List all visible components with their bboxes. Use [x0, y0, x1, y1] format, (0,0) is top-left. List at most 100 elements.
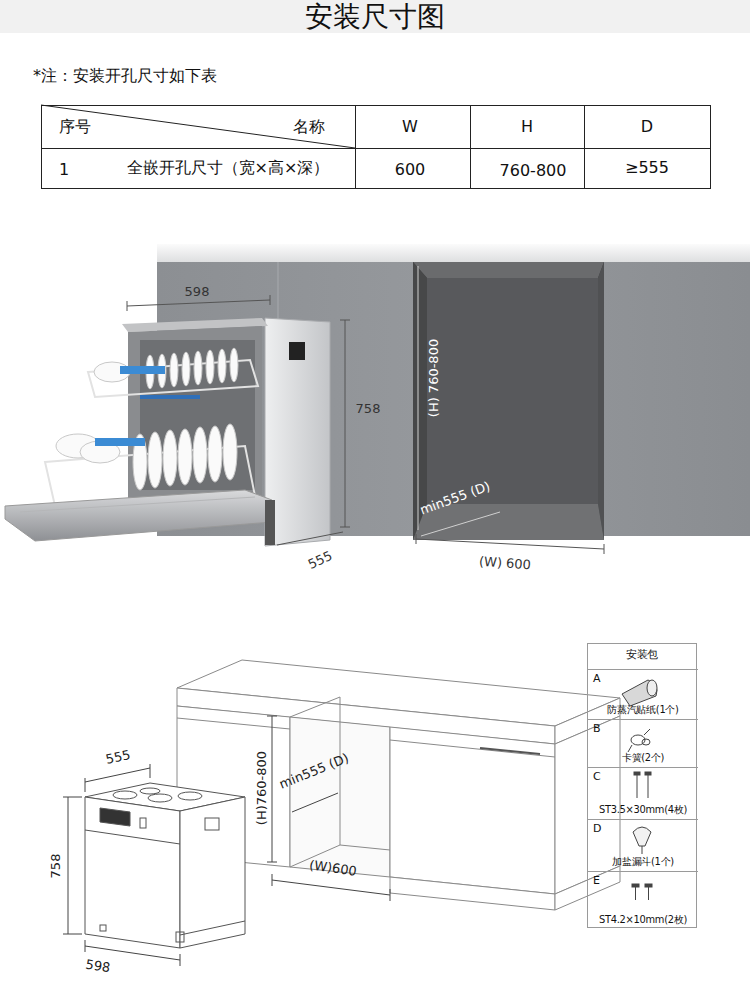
cabinet-line-drawing-part — [390, 740, 555, 757]
dishwasher-photo-part — [140, 395, 200, 399]
dishwasher-line-drawing — [85, 783, 245, 948]
pack-heading: 安装包 — [588, 649, 696, 661]
dishwasher-photo-part — [265, 500, 275, 545]
dishwasher-line-drawing-part — [85, 830, 180, 844]
drawing-dimension-lines-part — [63, 797, 82, 798]
item-letter: A — [593, 673, 601, 685]
dishwasher-photo-part-part — [182, 352, 190, 386]
kitchen-cabinet-photo-part — [413, 262, 604, 540]
dishwasher-line-drawing-part — [140, 818, 146, 828]
dimension-label: (W) 600 — [479, 555, 532, 572]
kitchen-cabinet-photo-part — [157, 244, 750, 262]
dishwasher-line-drawing-part — [140, 788, 160, 794]
dimension-lines-part — [277, 532, 343, 545]
opening-dimension-lines-part — [421, 512, 500, 536]
dishwasher-line-drawing-part — [180, 921, 245, 935]
dishwasher-photo-part-part — [148, 432, 162, 488]
drawing-dimension-lines-part — [68, 797, 69, 934]
install-pack-icons-part — [633, 827, 651, 846]
dishwasher-photo-part-part — [208, 426, 222, 482]
dishwasher-photo-part-part — [230, 348, 238, 382]
dimension-label: 598 — [185, 285, 210, 298]
page-title: 安装尺寸图 — [305, 3, 445, 31]
title-band-part — [0, 0, 750, 33]
cabinet-line-drawing-part — [340, 697, 341, 845]
install-pack-item: A 防蒸汽贴纸(1个) — [588, 669, 698, 719]
install-pack-icons-part — [648, 887, 649, 900]
table-header: 序号 — [59, 119, 91, 135]
dishwasher-photo-part — [5, 490, 272, 541]
install-pack-icons-part — [637, 775, 638, 798]
table-note: *注：安装开孔尺寸如下表 — [33, 68, 217, 84]
install-pack-item: EST4.2×10mm(2枚) — [588, 871, 698, 929]
dimension-label: 555 — [105, 748, 132, 766]
dimension-lines-part — [604, 544, 605, 554]
item-letter: D — [593, 823, 601, 835]
dishwasher-photo-part — [128, 326, 262, 500]
table-header: D — [641, 119, 653, 135]
item-name: 防蒸汽贴纸(1个) — [588, 705, 698, 716]
drawing-dimension-lines-part — [390, 889, 391, 901]
dishwasher-line-drawing-part — [100, 925, 106, 931]
spec-table-part — [41, 148, 710, 149]
dishwasher-photo — [5, 318, 330, 546]
item-name: ST3.5×30mm(4枚) — [588, 805, 698, 816]
dishwasher-photo-part — [20, 497, 255, 512]
drawing-dimension-lines-part — [267, 862, 277, 863]
drawing-dimension-lines-part — [150, 764, 151, 778]
drawing-dimension-lines-part — [272, 880, 390, 895]
dimension-lines-part — [340, 527, 350, 528]
item-letter: E — [593, 875, 600, 887]
spec-table — [41, 105, 711, 189]
drawing-dimension-lines-part — [292, 793, 338, 812]
cabinet-line-drawing-part — [177, 718, 290, 729]
spec-table-part — [42, 106, 711, 189]
install-pack-item: CST3.5×30mm(4枚) — [588, 767, 698, 819]
kitchen-cabinet-photo-part — [427, 278, 598, 504]
dishwasher-line-drawing-part — [85, 797, 180, 948]
drawing-dimension-lines — [63, 716, 390, 966]
dishwasher-photo-part — [265, 318, 330, 546]
dishwasher-line-drawing-part — [180, 797, 245, 948]
drawing-dimension-lines-part — [85, 768, 150, 782]
dimension-lines-part — [270, 295, 271, 305]
cabinet-line-drawing-part — [340, 845, 390, 850]
dimension-label: (H) 760-800 — [427, 339, 440, 417]
dimension-label: 555 — [306, 549, 334, 571]
dimension-lines-part — [416, 539, 604, 549]
opening-dimension-lines — [418, 266, 500, 536]
install-pack-box: 安装包A防蒸汽贴纸(1个)B卡簧(2个)CST3.5×30mm(4枚)D加盐漏斗… — [587, 643, 697, 928]
dishwasher-line-drawing-part — [178, 792, 202, 800]
dimension-lines-part — [345, 320, 346, 527]
cabinet-line-drawing-part — [390, 727, 555, 894]
drawing-dimension-lines-part — [85, 946, 180, 960]
spec-table-part — [470, 105, 471, 188]
dimension-lines-part — [127, 301, 128, 311]
dimension-lines-part — [416, 534, 417, 544]
install-pack-icons-part — [642, 846, 643, 854]
kitchen-cabinet-photo-part — [413, 262, 604, 278]
table-header: W — [402, 119, 418, 135]
dimension-label: 598 — [85, 958, 112, 975]
drawing-dimension-lines-part — [272, 716, 273, 862]
dishwasher-photo-part-part — [223, 424, 237, 480]
item-name: 加盐漏斗(1个) — [588, 857, 698, 868]
dishwasher-photo-part-part — [178, 429, 192, 485]
spec-table-part — [355, 105, 356, 188]
dishwasher-photo-part — [95, 438, 145, 446]
cabinet-line-drawing-part — [480, 748, 540, 754]
opening-dimension-lines-part — [418, 266, 419, 530]
item-letter: B — [593, 723, 601, 735]
drawing-dimension-lines-part — [180, 954, 181, 966]
drawing-dimension-lines-part — [85, 940, 86, 952]
dishwasher-line-drawing-part — [113, 791, 137, 799]
dishwasher-photo-part-part — [193, 427, 207, 483]
drawing-dimension-lines-part — [63, 934, 82, 935]
table-cell: ≥555 — [625, 160, 669, 176]
table-cell: 600 — [395, 162, 426, 178]
dishwasher-line-drawing-part — [100, 808, 130, 826]
dimension-lines-part — [340, 320, 350, 321]
dimension-label: (H)760-800 — [255, 751, 268, 825]
